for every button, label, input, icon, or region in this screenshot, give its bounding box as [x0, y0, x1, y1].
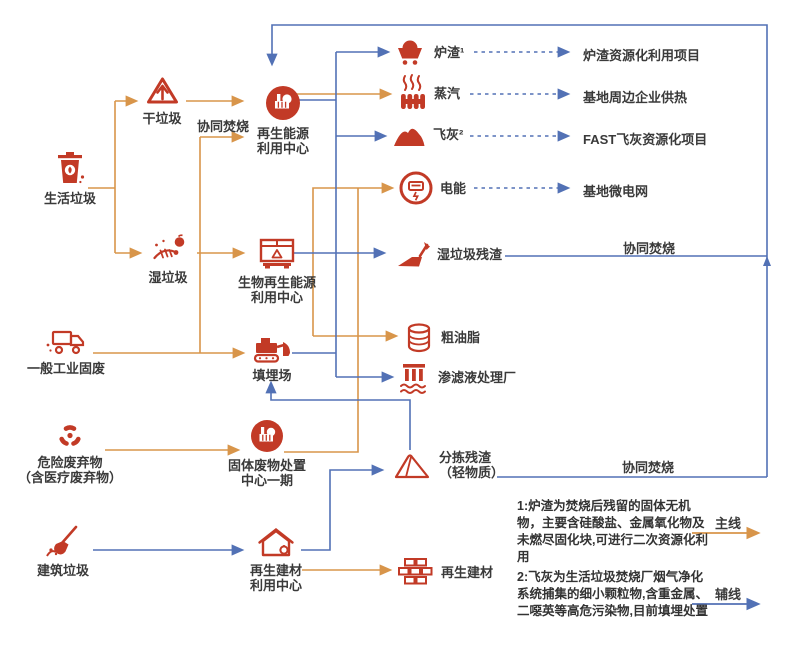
output-label: 再生建材 — [441, 565, 494, 580]
slag-cart-icon — [398, 40, 422, 65]
output-label: 粗油脂 — [441, 330, 481, 345]
legend-aux-label: 辅线 — [714, 587, 742, 602]
line-feedback-loop-to-energy-center — [266, 24, 768, 477]
node-hazardous-waste: 危险废弃物 （含医疗废弃物） — [18, 420, 122, 485]
bricks-icon — [398, 558, 433, 585]
node-label: 再生建材 利用中心 — [249, 563, 303, 593]
flow-label-co-incineration-1: 协同焚烧 — [196, 119, 250, 134]
output-slag: 炉渣¹ — [393, 36, 464, 68]
output-power: 电能 — [399, 171, 466, 205]
output-label: 蒸汽 — [434, 85, 461, 101]
node-label: 一般工业固废 — [26, 361, 106, 376]
output-fly-ash: 飞灰² — [392, 121, 463, 148]
line-disposal-center-up-bus — [284, 188, 359, 453]
food-scraps-icon — [152, 234, 184, 260]
output-wet-residue: 湿垃圾残渣 — [394, 239, 502, 269]
output-steam: 蒸汽 — [397, 72, 460, 114]
node-industrial-solid-waste: 一般工业固废 — [27, 326, 105, 376]
house-gear-icon — [258, 527, 294, 557]
node-label: 固体废物处置 中心一期 — [227, 458, 307, 488]
grease-barrel-icon — [407, 323, 431, 353]
node-solid-waste-disposal-center: 固体废物处置 中心一期 — [228, 419, 306, 488]
node-label: 湿垃圾 — [148, 270, 188, 285]
output-crude-grease: 粗油脂 — [404, 321, 480, 354]
radiation-icon — [59, 425, 81, 446]
ash-mound-icon — [394, 128, 425, 146]
bulldozer-icon — [253, 338, 290, 363]
node-bio-renewable-energy-center: 生物再生能源 利用中心 — [238, 237, 316, 305]
dump-truck-icon — [46, 330, 85, 355]
output-label: 炉渣¹ — [434, 44, 465, 60]
output-label: 分拣残渣 （轻物质） — [439, 449, 505, 480]
legend-main-label: 主线 — [714, 516, 742, 531]
dustpan-icon — [398, 242, 430, 267]
node-household-waste: 生活垃圾 — [44, 150, 96, 206]
steam-radiator-icon — [401, 74, 425, 109]
node-label: 危险废弃物 （含医疗废弃物） — [17, 455, 123, 485]
node-wet-waste: 湿垃圾 — [148, 233, 188, 285]
trash-bin-icon — [57, 152, 85, 184]
output-label: 飞灰² — [433, 127, 464, 142]
footnote-slag: 1:炉渣为焚烧后残留的固体无机物，主要含硅酸盐、金属氧化物及未燃尽固化块,可进行… — [517, 499, 708, 564]
disposal-plant-icon — [250, 420, 283, 452]
dry-waste-icon — [146, 77, 178, 104]
power-meter-icon — [399, 171, 433, 205]
dashed-lines — [470, 46, 571, 194]
energy-plant-icon — [265, 86, 300, 120]
footnote-flyash: 2:飞灰为生活垃圾焚烧厂烟气净化系统捕集的细小颗粒物,含重金属、二噁英等高危污染… — [517, 570, 708, 618]
node-recycled-material-center: 再生建材 利用中心 — [250, 526, 302, 593]
line-buildmat-center-to-sorting-residue — [301, 464, 385, 551]
node-label: 生活垃圾 — [43, 191, 97, 206]
output-label: 湿垃圾残渣 — [437, 246, 503, 262]
mid-line-up-arrow — [763, 256, 771, 266]
output-label: 渗滤液处理厂 — [438, 370, 517, 385]
shovel-debris-icon — [46, 525, 78, 557]
node-label: 建筑垃圾 — [36, 563, 90, 578]
flow-label-co-incineration-2: 协同焚烧 — [622, 241, 676, 256]
output-sorting-residue: 分拣残渣 （轻物质） — [392, 448, 504, 481]
line-sorting-residue-to-landfill — [265, 380, 411, 450]
dest-heating: 基地周边企业供热 — [583, 90, 688, 105]
sorted-pile-icon — [394, 454, 430, 479]
node-dry-waste: 干垃圾 — [142, 76, 182, 126]
node-label: 再生能源 利用中心 — [256, 126, 310, 156]
node-label: 干垃圾 — [142, 111, 182, 126]
output-label: 电能 — [440, 180, 467, 196]
line-to-power — [312, 182, 395, 336]
dest-microgrid: 基地微电网 — [583, 184, 649, 199]
main-lines — [88, 88, 399, 576]
leachate-plant-icon — [400, 364, 426, 394]
node-label: 生物再生能源 利用中心 — [237, 275, 317, 305]
node-label: 填埋场 — [252, 368, 292, 383]
aux-lines — [93, 24, 771, 556]
bio-machine-icon — [259, 238, 295, 269]
dest-slag-project: 炉渣资源化利用项目 — [583, 48, 701, 63]
dest-flyash-project: FAST飞灰资源化项目 — [583, 132, 708, 147]
flow-label-co-incineration-3: 协同焚烧 — [621, 460, 675, 475]
node-construction-waste: 建筑垃圾 — [37, 524, 89, 578]
output-leachate: 渗滤液处理厂 — [397, 359, 516, 396]
node-renewable-energy-center: 再生能源 利用中心 — [257, 85, 309, 156]
output-recycled-material: 再生建材 — [396, 556, 493, 589]
node-landfill: 填埋场 — [250, 335, 294, 383]
